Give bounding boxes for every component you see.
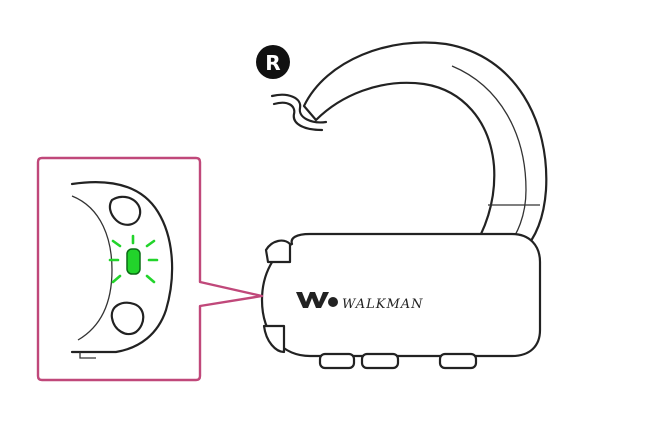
walkman-dot-mark bbox=[328, 297, 338, 307]
bottom-foot-2 bbox=[360, 352, 400, 370]
bottom-foot-1 bbox=[318, 352, 356, 370]
callout-zoom-detail bbox=[70, 181, 174, 359]
walkman-logo-text: WALKMAN bbox=[342, 297, 424, 312]
callout-box bbox=[36, 156, 264, 382]
cable bbox=[270, 93, 328, 132]
zoom-lower-button bbox=[110, 301, 145, 336]
side-button-top bbox=[264, 239, 292, 264]
badge-label: R bbox=[265, 51, 280, 75]
ear-hook bbox=[302, 41, 548, 256]
right-side-badge: R bbox=[256, 45, 290, 79]
walkman-logo: WALKMAN bbox=[296, 292, 424, 312]
badge-circle bbox=[256, 45, 290, 79]
zoom-upper-button bbox=[108, 195, 142, 226]
bottom-foot-3 bbox=[438, 352, 478, 370]
side-button-bottom bbox=[262, 324, 286, 354]
indicator-lamp bbox=[126, 248, 141, 275]
callout bbox=[36, 156, 264, 382]
earpiece-body bbox=[260, 232, 542, 370]
walkman-w-mark-icon bbox=[296, 292, 329, 308]
indicator-rays bbox=[108, 234, 159, 284]
indicator-light bbox=[108, 234, 159, 284]
